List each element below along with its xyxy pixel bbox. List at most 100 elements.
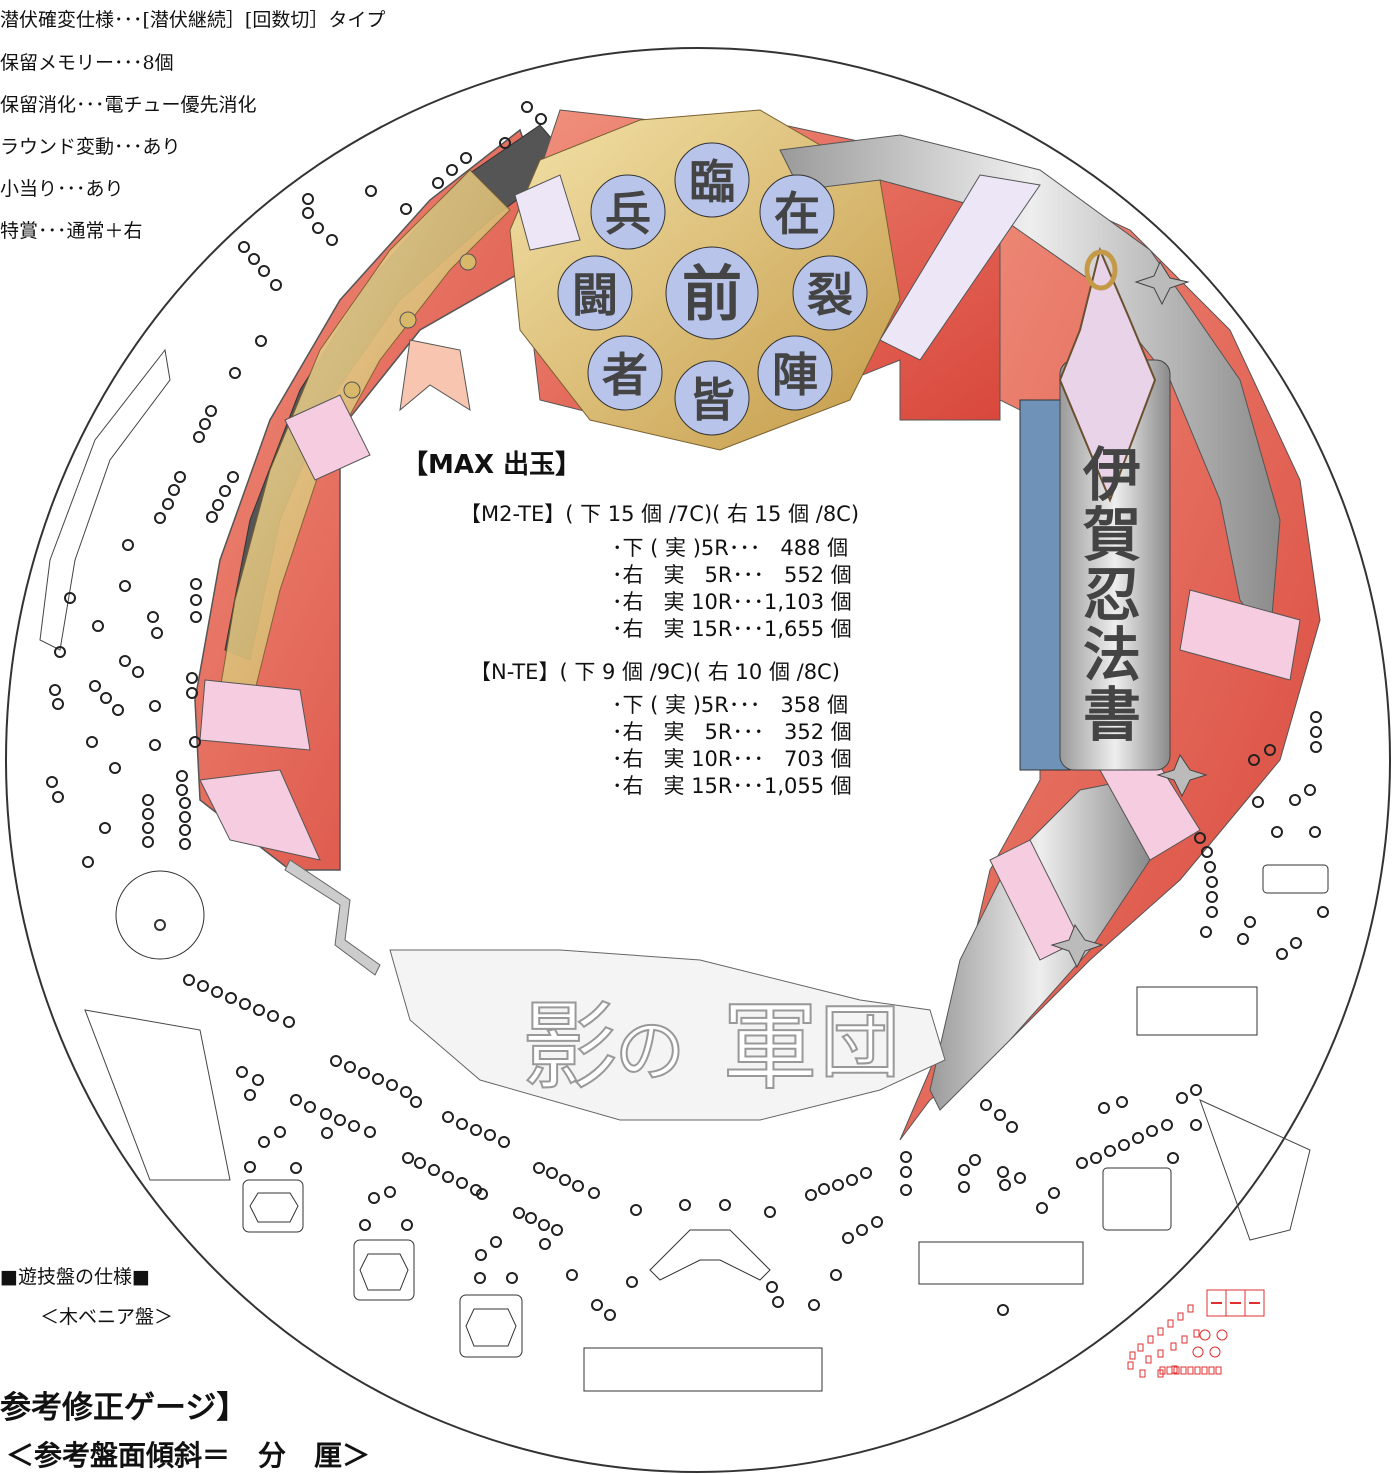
nail [401,1219,413,1231]
nail [808,1299,820,1311]
led-lamp [1157,1349,1164,1358]
nail [364,1126,376,1138]
nail [535,113,547,125]
n-row: ･右 実 15R･･･1,055 個 [612,774,852,798]
nail [1310,711,1322,723]
right-silver-band [779,134,1281,642]
nail [1132,1132,1144,1144]
nail [1036,1202,1048,1214]
nail [506,1272,518,1284]
kuji-seals: 臨 在 裂 陣 皆 者 闘 兵 前 [557,142,868,436]
nail [358,1067,370,1079]
scroll-char-1: 伊 [1082,441,1141,509]
right-pink-ribbon-1 [1179,589,1301,681]
nail [372,1073,384,1085]
led-lamp [1208,1366,1215,1375]
nail [46,776,58,788]
shuriken-icon [1050,923,1104,969]
nail [179,824,191,836]
nail [456,1177,468,1189]
nail [604,1309,616,1321]
spec-line-6: 特賞･･･通常＋右 [0,220,143,242]
nail [312,222,324,234]
nail [719,1199,731,1211]
led-lamp [1170,1342,1177,1351]
nail [274,1126,286,1138]
plate-bottom [583,1347,823,1392]
nail [572,1180,584,1192]
nail [219,485,231,497]
nail [402,1152,414,1164]
led-lamp [1127,1361,1134,1370]
seal-char: 前 [682,260,742,330]
nail [900,1184,912,1196]
nail [1252,796,1264,808]
nail [442,1111,454,1123]
nail [1076,1157,1088,1169]
shuriken-icon [1156,753,1208,798]
nail [52,791,64,803]
nail [154,512,166,524]
stage [389,949,946,1121]
spec-line-5: 小当り･･･あり [0,178,124,200]
nail [559,1174,571,1186]
nail [1176,1092,1188,1104]
nail [190,611,202,623]
left-gem-3 [343,381,361,399]
nail [470,1124,482,1136]
windmill-ring [115,870,205,960]
nail [384,1186,396,1198]
nail [199,418,211,430]
nail [772,1296,784,1308]
nail [842,1232,854,1244]
n-row: ･下 ( 実 )5R･･･ 358 個 [612,693,849,717]
nail [238,241,250,253]
scroll-gold-ornament [1058,246,1157,503]
spec-line-1: 潜伏確変仕様･･･[潜伏継続］[回数切］タイプ [0,9,386,31]
plate-right [918,1241,1084,1285]
led-lamp [1137,1343,1144,1352]
nail [344,1061,356,1073]
m2-row: ･下 ( 実 )5R･･･ 488 個 [612,536,849,560]
nail [197,980,209,992]
nail [186,687,198,699]
led-lamp [1157,1327,1164,1336]
nail [52,698,64,710]
nail [225,992,237,1004]
nail [1244,916,1256,928]
nail [626,1276,638,1288]
segment-display [1206,1289,1265,1317]
nail [498,1136,510,1148]
nail [330,1055,342,1067]
nail [244,1161,256,1173]
nail [499,137,511,149]
nail [147,611,159,623]
nail [1006,1121,1018,1133]
nail [142,836,154,848]
nail [326,234,338,246]
nail [460,152,472,164]
nail [186,672,198,684]
nail [1104,1145,1116,1157]
nail [168,484,180,496]
nail [805,1189,817,1201]
led-lamp [1209,1346,1221,1358]
nail [900,1151,912,1163]
nail [179,797,191,809]
nail [348,1120,360,1132]
nail [818,1183,830,1195]
nail [525,1212,537,1224]
nail [253,1004,265,1016]
led-lamp [1129,1351,1136,1360]
plate-top-right [1136,986,1258,1036]
nail [1206,891,1218,903]
nail [1206,906,1218,918]
nail [764,1206,776,1218]
led-lamp [1193,1329,1200,1338]
nail [1194,832,1206,844]
nail [490,1236,502,1248]
nail [321,1127,333,1139]
nail [400,1086,412,1098]
shuriken-icon [1134,260,1190,306]
led-lamp [1192,1346,1204,1358]
